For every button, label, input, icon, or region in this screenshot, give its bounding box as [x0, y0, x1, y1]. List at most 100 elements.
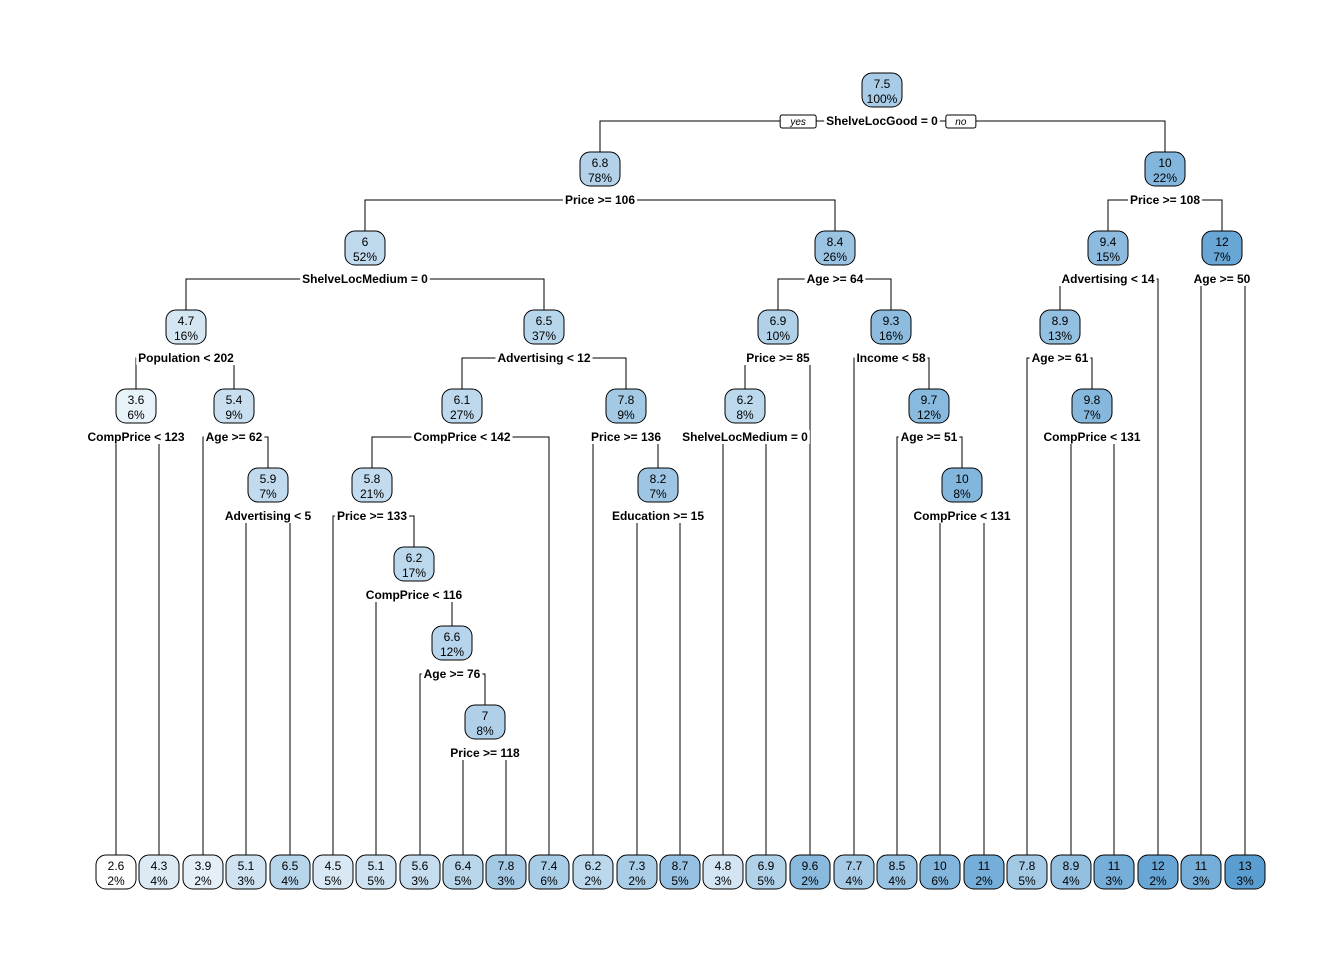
- node-box: [724, 388, 766, 424]
- node-value: 8.4: [827, 235, 844, 249]
- node-box: [745, 854, 787, 890]
- node-box: [1050, 854, 1092, 890]
- node-value: 6.1: [454, 393, 471, 407]
- node-box: [344, 230, 386, 266]
- split-label: Price >= 106: [565, 193, 635, 207]
- split-node: 6.28%ShelveLocMedium = 0: [680, 388, 810, 444]
- split-node: 3.66%CompPrice < 123: [85, 388, 187, 444]
- split-label: Price >= 108: [1130, 193, 1200, 207]
- branch-edge: [245, 515, 291, 855]
- split-label-background: [495, 351, 593, 365]
- split-label: Age >= 64: [807, 272, 864, 286]
- node-box: [528, 854, 570, 890]
- split-label: ShelveLocMedium = 0: [302, 272, 428, 286]
- split-label-background: [1029, 351, 1091, 365]
- node-value: 4.3: [151, 859, 168, 873]
- node-value: 6.5: [536, 314, 553, 328]
- node-box: [861, 72, 903, 108]
- node-percent: 3%: [237, 874, 255, 888]
- node-value: 9.4: [1100, 235, 1117, 249]
- node-box: [351, 467, 393, 503]
- node-box: [138, 854, 180, 890]
- split-label: Education >= 15: [612, 509, 704, 523]
- split-label-background: [421, 667, 483, 681]
- node-percent: 3%: [1192, 874, 1210, 888]
- split-node: 127%Age >= 50: [1191, 230, 1253, 286]
- leaf-node: 4.34%: [138, 854, 180, 890]
- leaf-node: 4.83%: [702, 854, 744, 890]
- branch-edge: [722, 436, 767, 855]
- node-percent: 2%: [975, 874, 993, 888]
- node-percent: 8%: [953, 487, 971, 501]
- node-box: [115, 388, 157, 424]
- leaf-node: 8.94%: [1050, 854, 1092, 890]
- node-box: [165, 309, 207, 345]
- node-percent: 7%: [649, 487, 667, 501]
- node-value: 5.4: [226, 393, 243, 407]
- split-label: Age >= 50: [1194, 272, 1251, 286]
- branch-edge: [1070, 436, 1115, 855]
- node-value: 11: [1195, 859, 1208, 873]
- node-box: [441, 388, 483, 424]
- node-box: [1180, 854, 1222, 890]
- node-percent: 2%: [801, 874, 819, 888]
- leaf-node: 5.13%: [225, 854, 267, 890]
- split-label: ShelveLocGood = 0: [826, 114, 938, 128]
- node-box: [659, 854, 701, 890]
- node-value: 8.7: [672, 859, 689, 873]
- node-percent: 3%: [714, 874, 732, 888]
- node-percent: 12%: [917, 408, 941, 422]
- node-percent: 16%: [174, 329, 198, 343]
- node-percent: 2%: [584, 874, 602, 888]
- node-box: [1039, 309, 1081, 345]
- node-percent: 3%: [1236, 874, 1254, 888]
- node-percent: 4%: [888, 874, 906, 888]
- yes-tag-label: yes: [789, 117, 806, 128]
- split-label-background: [854, 351, 928, 365]
- leaf-node: 9.62%: [789, 854, 831, 890]
- split-node: 5.821%Price >= 133: [334, 467, 410, 523]
- split-label: Advertising < 5: [225, 509, 312, 523]
- node-percent: 100%: [867, 92, 898, 106]
- node-percent: 2%: [628, 874, 646, 888]
- node-percent: 26%: [823, 250, 847, 264]
- leaf-node: 7.74%: [833, 854, 875, 890]
- split-label-background: [136, 351, 236, 365]
- node-value: 6.5: [282, 859, 299, 873]
- node-percent: 22%: [1153, 171, 1177, 185]
- node-percent: 12%: [440, 645, 464, 659]
- node-percent: 4%: [150, 874, 168, 888]
- split-node: 6.878%Price >= 106: [562, 151, 638, 207]
- branch-edge: [419, 673, 486, 855]
- node-box: [876, 854, 918, 890]
- node-percent: 5%: [1018, 874, 1036, 888]
- node-box: [757, 309, 799, 345]
- split-label-background: [1041, 430, 1143, 444]
- leaf-node: 113%: [1093, 854, 1135, 890]
- node-value: 10: [1158, 156, 1172, 170]
- node-value: 6.4: [455, 859, 472, 873]
- node-value: 9.6: [802, 859, 819, 873]
- node-box: [485, 854, 527, 890]
- split-label: Price >= 118: [450, 746, 520, 760]
- node-box: [1093, 854, 1135, 890]
- leaf-node: 6.22%: [572, 854, 614, 890]
- node-percent: 5%: [671, 874, 689, 888]
- leaf-node: 2.62%: [95, 854, 137, 890]
- leaf-node: 6.45%: [442, 854, 484, 890]
- node-box: [1071, 388, 1113, 424]
- node-value: 10: [955, 472, 969, 486]
- split-node: 652%ShelveLocMedium = 0: [300, 230, 430, 286]
- split-node: 108% CompPrice < 131: [911, 467, 1013, 523]
- split-label: CompPrice < 131: [913, 509, 1010, 523]
- split-node: 7.89%Price >= 136: [588, 388, 664, 444]
- leaf-node: 6.54%: [269, 854, 311, 890]
- node-box: [941, 467, 983, 503]
- node-box: [393, 546, 435, 582]
- branch-edge: [1200, 278, 1246, 855]
- split-node: 8.913%Age >= 61: [1029, 309, 1091, 365]
- split-node: 9.712%Age >= 51: [898, 388, 960, 444]
- node-box: [247, 467, 289, 503]
- node-value: 11: [978, 859, 991, 873]
